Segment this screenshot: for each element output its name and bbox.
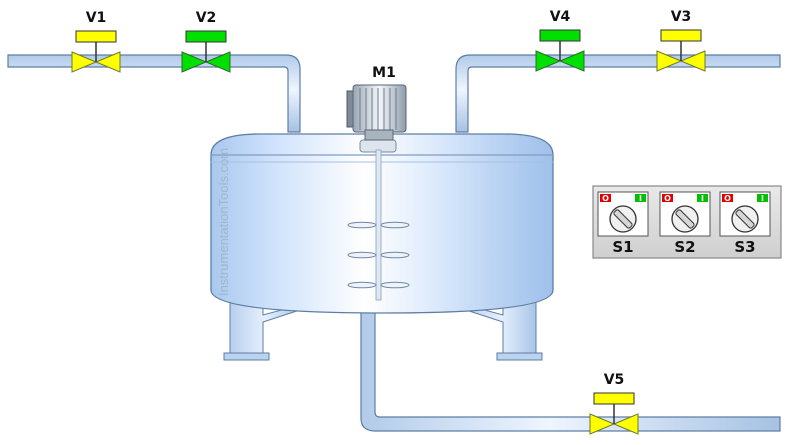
motor-m1[interactable]: M1 <box>346 65 407 141</box>
pipe-left-inlet <box>7 54 301 133</box>
switch-off-tag: O <box>602 194 609 203</box>
switch-off-indicator <box>600 194 611 202</box>
switch-s1-label: S1 <box>612 238 633 256</box>
switch-s2-label: S2 <box>674 238 695 256</box>
valve-v1-label: V1 <box>86 10 107 26</box>
valve-v4-label: V4 <box>550 9 571 25</box>
switch-off-indicator <box>722 194 733 202</box>
valve-v4[interactable]: V4 <box>535 9 585 72</box>
valve-v3[interactable]: V3 <box>656 9 706 72</box>
switch-off-indicator <box>662 194 673 202</box>
valve-v5-label: V5 <box>604 372 625 388</box>
mixing-tank: InstrumentationTools.com <box>210 133 554 361</box>
pipe-outlet <box>360 304 781 432</box>
switch-on-tag: I <box>701 194 704 203</box>
valve-v2-label: V2 <box>196 10 217 26</box>
pipe-right-inlet <box>455 54 781 133</box>
switch-off-tag: O <box>724 194 731 203</box>
switch-on-tag: I <box>761 194 764 203</box>
switch-on-indicator <box>697 194 708 202</box>
switch-on-indicator <box>635 194 646 202</box>
agitator <box>347 139 410 301</box>
motor-label: M1 <box>372 65 396 81</box>
switch-on-tag: I <box>639 194 642 203</box>
valve-v5[interactable]: V5 <box>589 372 639 435</box>
valve-v3-label: V3 <box>671 9 692 25</box>
switch-on-indicator <box>757 194 768 202</box>
impeller-blade-2 <box>347 251 410 259</box>
valve-v2[interactable]: V2 <box>181 10 231 73</box>
watermark-text: InstrumentationTools.com <box>216 148 231 296</box>
switch-panel: O I S1 O I S2 O I <box>592 185 782 259</box>
selector-switch-s3[interactable]: O I S3 <box>719 191 771 256</box>
selector-switch-s2[interactable]: O I S2 <box>659 191 711 256</box>
selector-switch-s1[interactable]: O I S1 <box>597 191 649 256</box>
impeller-blade-3 <box>347 281 410 289</box>
switch-off-tag: O <box>664 194 671 203</box>
switch-s3-label: S3 <box>734 238 755 256</box>
valve-v1[interactable]: V1 <box>71 10 121 73</box>
impeller-blade-1 <box>347 221 410 229</box>
